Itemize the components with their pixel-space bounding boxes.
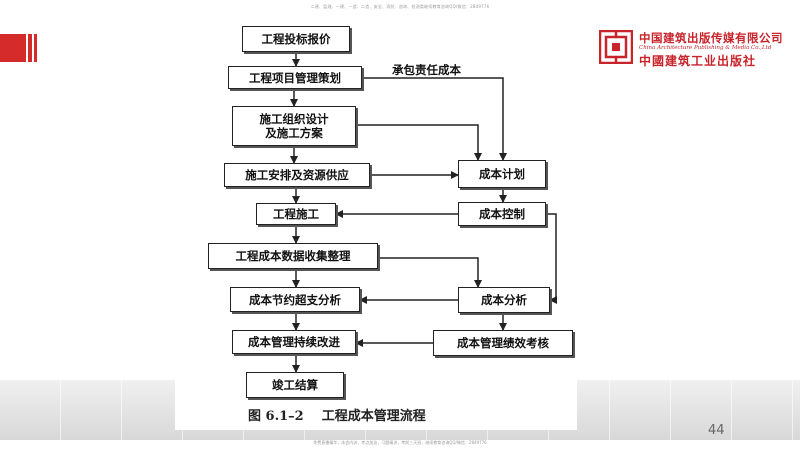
publisher-name-calligraphy: 中國建筑工业出版社 (639, 54, 757, 68)
edge-label-contract-cost: 承包责任成本 (392, 63, 461, 77)
node-bid-quotation: 工程投标报价 (242, 26, 350, 52)
node-data-collection: 工程成本数据收集整理 (208, 243, 378, 269)
node-continuous-improvement: 成本管理持续改进 (232, 330, 356, 354)
footer-watermark-text: 免费直播精华，本会内训，考点加油，习题精讲，考前三天班，继续教育咨询QQ/微信：… (313, 440, 487, 445)
node-arrangement-resources: 施工安排及资源供应 (224, 163, 370, 187)
node-final-settlement: 竣工结算 (246, 372, 344, 398)
publisher-logo-mark (599, 30, 633, 64)
node-performance-assessment: 成本管理绩效考核 (433, 330, 573, 356)
node-construction-design-line1: 施工组织设计 (259, 112, 329, 126)
node-saving-overrun-analysis: 成本节约超支分析 (230, 287, 360, 312)
publisher-name-en: China Architecture Publishing & Media Co… (639, 45, 772, 51)
node-construction-design-line2: 及施工方案 (265, 126, 323, 140)
node-cost-plan: 成本计划 (458, 160, 546, 188)
red-accent-stripe (28, 34, 32, 62)
publisher-name-cn: 中国建筑出版传媒有限公司 (639, 31, 783, 45)
red-accent-stripe (34, 34, 37, 62)
node-construction: 工程施工 (256, 203, 336, 225)
red-accent-bar (0, 34, 26, 62)
header-watermark-text: 二建、监理、一建、一造、二造、安全、消防、咨询、检测类继续教育咨询QQ/微信：2… (310, 4, 490, 9)
node-cost-control: 成本控制 (458, 202, 546, 226)
node-construction-design: 施工组织设计 及施工方案 (232, 106, 356, 146)
node-cost-analysis: 成本分析 (458, 287, 550, 313)
node-project-planning: 工程项目管理策划 (228, 66, 362, 89)
page-number: 44 (708, 423, 725, 438)
figure-caption: 图 6.1–2 工程成本管理流程 (248, 409, 426, 424)
